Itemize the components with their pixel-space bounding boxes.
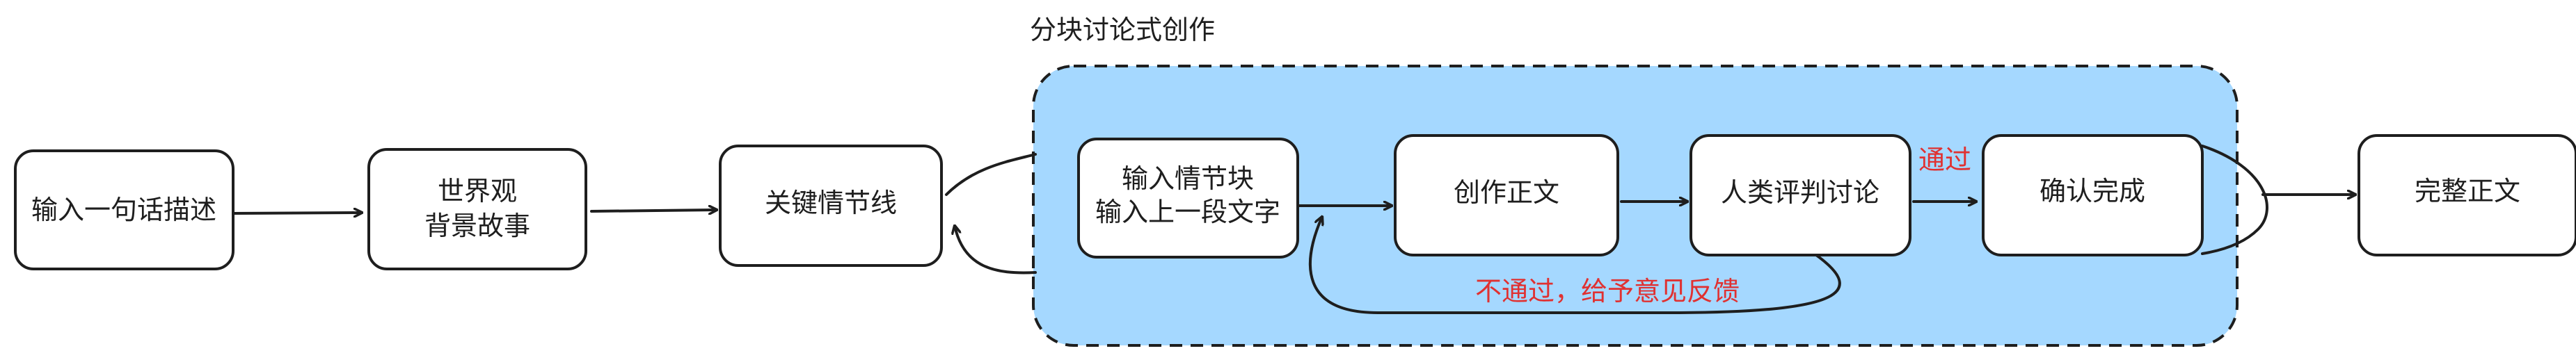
edge-label-fail: 不通过，给予意见反馈	[1475, 276, 1740, 306]
node-final: 完整正文	[2358, 134, 2576, 256]
edge-confirm-to-final	[2201, 145, 2268, 255]
node-plot-label: 关键情节线	[765, 188, 897, 218]
node-input-label: 输入一句话描述	[31, 195, 216, 225]
group-title: 分块讨论式创作	[1030, 15, 1215, 45]
edge-plot-loop-return	[955, 226, 1037, 275]
node-world: 世界观 背景故事	[367, 148, 587, 270]
node-create: 创作正文	[1394, 134, 1619, 256]
edge-world-to-plot	[590, 210, 717, 211]
node-review-label: 人类评判讨论	[1721, 177, 1879, 208]
edge-label-pass: 通过	[1918, 145, 1971, 175]
edge-feedback-loop	[1309, 217, 1841, 314]
node-world-label-1: 世界观	[438, 176, 517, 206]
node-review: 人类评判讨论	[1689, 134, 1911, 256]
node-confirm: 确认完成	[1982, 134, 2204, 256]
group-container	[1032, 65, 2239, 347]
edge-plot-loop	[945, 153, 1037, 196]
node-input: 输入一句话描述	[14, 149, 234, 270]
node-plot: 关键情节线	[719, 145, 943, 267]
node-final-label: 完整正文	[2415, 176, 2520, 206]
node-create-label: 创作正文	[1454, 177, 1559, 208]
node-confirm-label: 确认完成	[2040, 176, 2145, 206]
node-block-label-1: 输入情节块	[1122, 163, 1254, 194]
node-world-label-2: 背景故事	[424, 211, 530, 241]
node-block-label-2: 输入上一段文字	[1095, 197, 1280, 227]
node-block: 输入情节块 输入上一段文字	[1077, 138, 1299, 259]
